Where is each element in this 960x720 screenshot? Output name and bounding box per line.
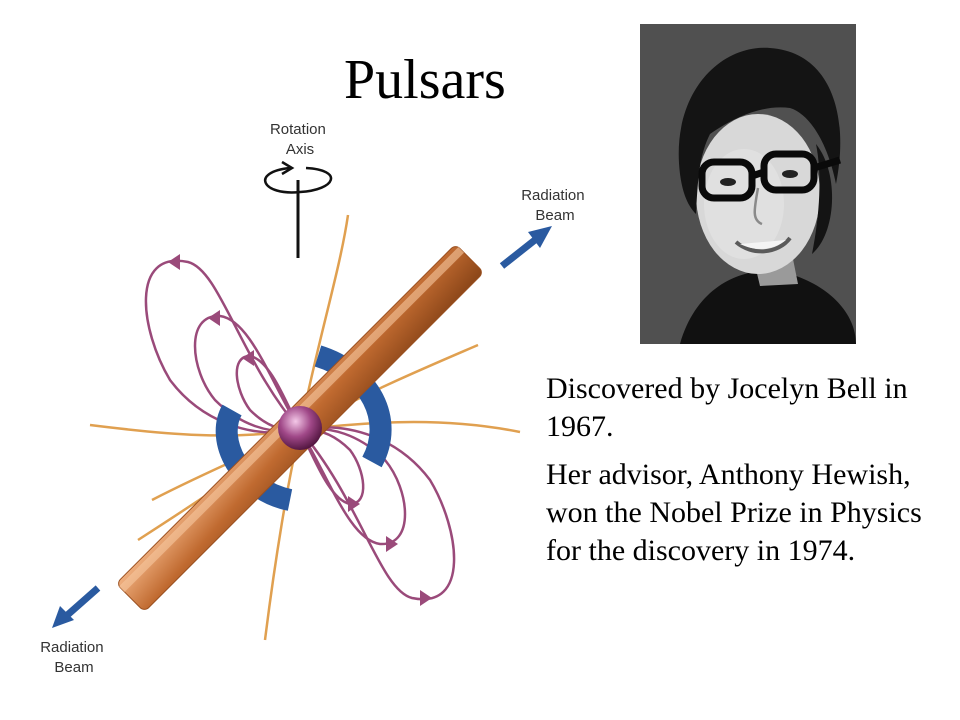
radiation-beam-arrow-top [499,226,552,269]
portrait-illustration [640,24,856,344]
radiation-beam-bottom-label: Radiation Beam [40,639,108,676]
slide-title: Pulsars [344,49,506,111]
discovery-paragraph: Discovered by Jocelyn Bell in 1967. [546,372,908,443]
neutron-star [278,406,322,450]
rotation-axis-label: Rotation Axis [270,121,330,158]
pulsar-diagram: Rotation Axis [40,121,589,676]
description-text: Discovered by Jocelyn Bell in 1967. Her … [546,370,946,580]
nobel-paragraph: Her advisor, Anthony Hewish, won the Nob… [546,458,922,567]
portrait-photo [640,24,856,344]
field-line-arrowheads [168,254,432,606]
radiation-beam-top-label: Radiation Beam [521,187,589,224]
rotation-arrow-icon [264,166,332,194]
radiation-beam-arrow-bottom [52,585,101,628]
rotation-arrow-head [281,160,295,176]
magnetic-torus [215,345,392,511]
